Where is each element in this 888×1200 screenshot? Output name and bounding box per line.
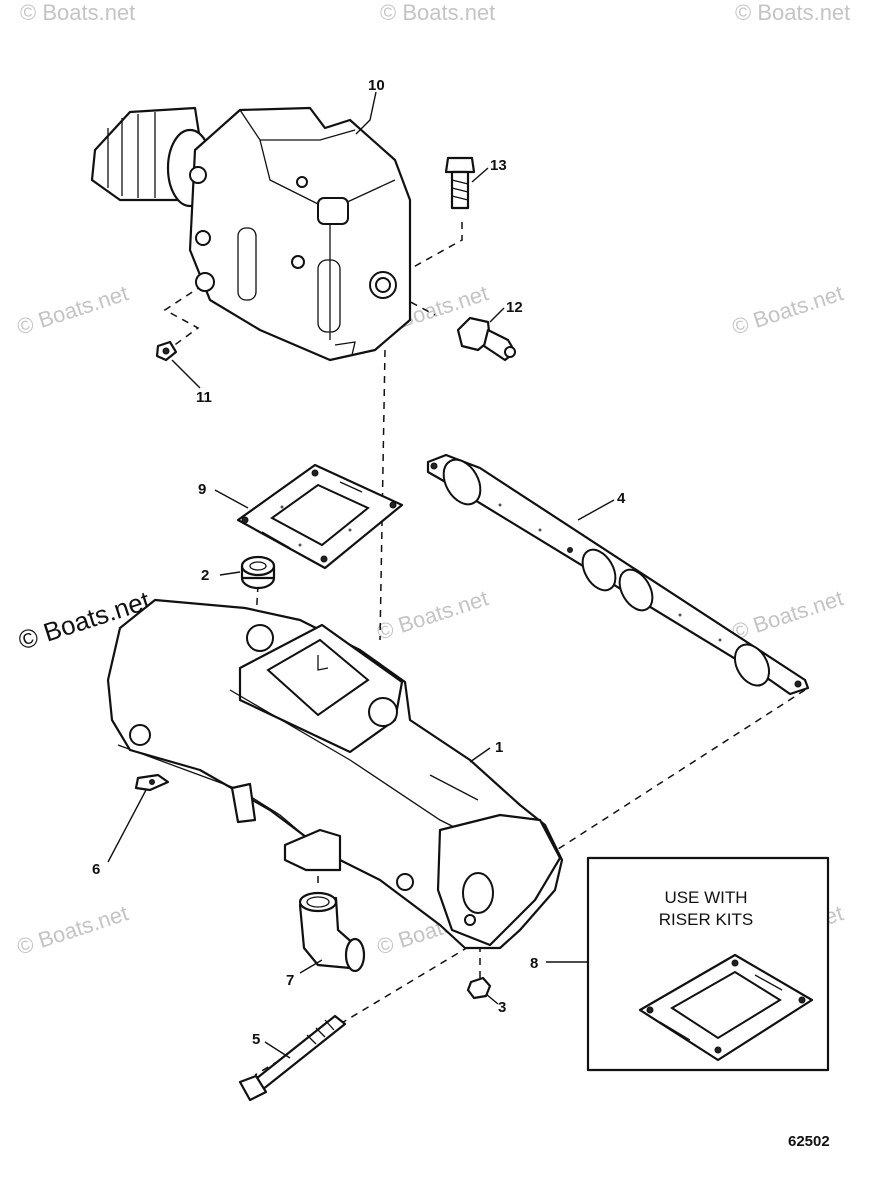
watermark-top-left: © Boats.net <box>20 0 135 25</box>
part-10-exhaust-elbow <box>90 106 412 362</box>
part-6-clip <box>134 773 170 792</box>
callout-labels: 1 2 3 4 5 6 7 8 9 10 11 12 13 <box>92 77 626 1048</box>
part-2-plug <box>240 555 276 590</box>
callout-2: 2 <box>201 567 209 584</box>
inset-note-line-1: USE WITH <box>664 888 747 907</box>
inset-box: USE WITH RISER KITS <box>586 856 830 1072</box>
part-11-plug <box>155 340 178 362</box>
callout-4: 4 <box>617 490 626 507</box>
callout-8: 8 <box>530 955 538 972</box>
callout-3: 3 <box>498 999 506 1016</box>
part-1-exhaust-manifold <box>106 598 564 950</box>
watermark-top-right: © Boats.net <box>735 0 850 25</box>
callout-11: 11 <box>196 389 212 406</box>
callout-leaders <box>107 91 615 1059</box>
callout-7: 7 <box>286 972 294 989</box>
part-8-riser-gasket <box>638 953 814 1062</box>
figure-number: 62502 <box>788 1133 830 1150</box>
watermark-low-right: © Boats.net <box>729 585 846 644</box>
part-7-elbow-fitting <box>298 891 366 973</box>
part-5-long-bolt <box>238 1014 347 1102</box>
callout-12: 12 <box>506 299 523 316</box>
callout-5: 5 <box>252 1031 260 1048</box>
watermark-top-center: © Boats.net <box>380 0 495 25</box>
watermark-bottom-left: © Boats.net <box>14 900 131 959</box>
part-12-fitting <box>456 316 517 362</box>
part-9-gasket <box>236 463 404 570</box>
callout-6: 6 <box>92 861 100 878</box>
callout-1: 1 <box>495 739 503 756</box>
watermark-mid-right: © Boats.net <box>729 280 846 339</box>
part-4-manifold-gasket <box>426 453 810 696</box>
part-13-bolt <box>444 156 476 210</box>
watermark-mid-left: © Boats.net <box>14 280 131 339</box>
callout-9: 9 <box>198 481 206 498</box>
watermark-low-center: © Boats.net <box>374 585 491 644</box>
part-3-nut <box>466 976 492 1000</box>
callout-10: 10 <box>368 77 385 94</box>
inset-note-line-2: RISER KITS <box>659 910 753 929</box>
callout-13: 13 <box>490 157 507 174</box>
